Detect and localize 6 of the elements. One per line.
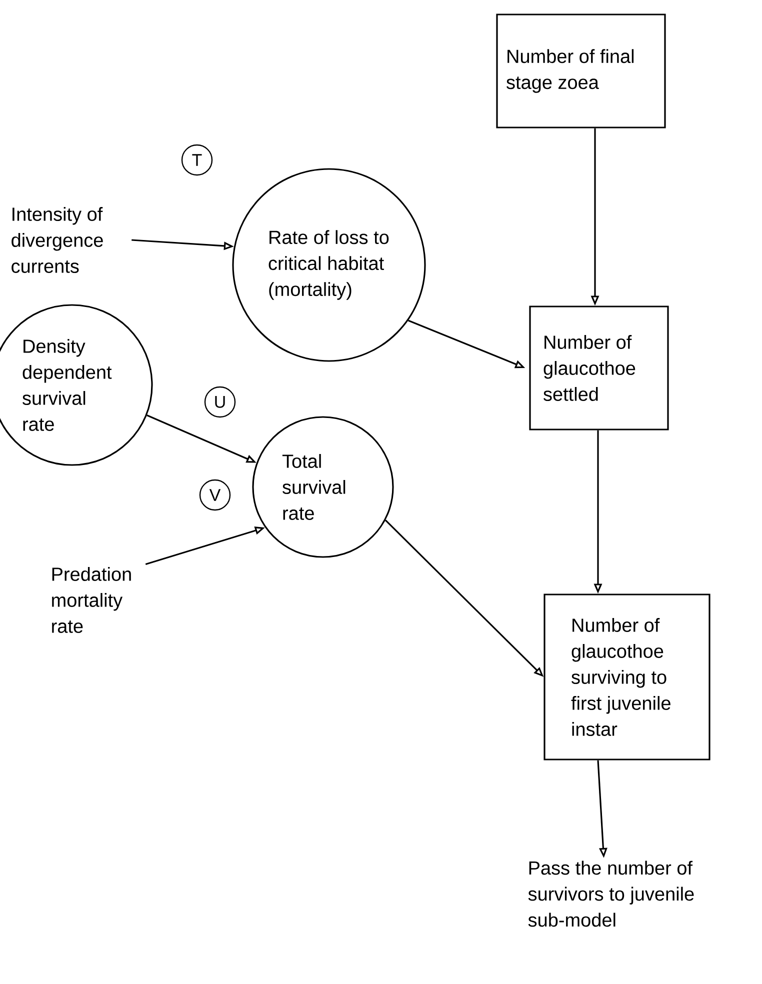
input-label: Pass the number of survivors to juvenile sub-model	[528, 860, 694, 927]
process-box: Number of glaucothoe settled	[529, 306, 669, 430]
input-label: Predation mortality rate	[52, 567, 131, 633]
process-box: Number of final stage zoea	[496, 14, 666, 128]
process-box: Number of glaucothoe surviving to first juvenile instar	[544, 594, 710, 760]
input-label: Intensity of divergence currents	[12, 207, 103, 273]
